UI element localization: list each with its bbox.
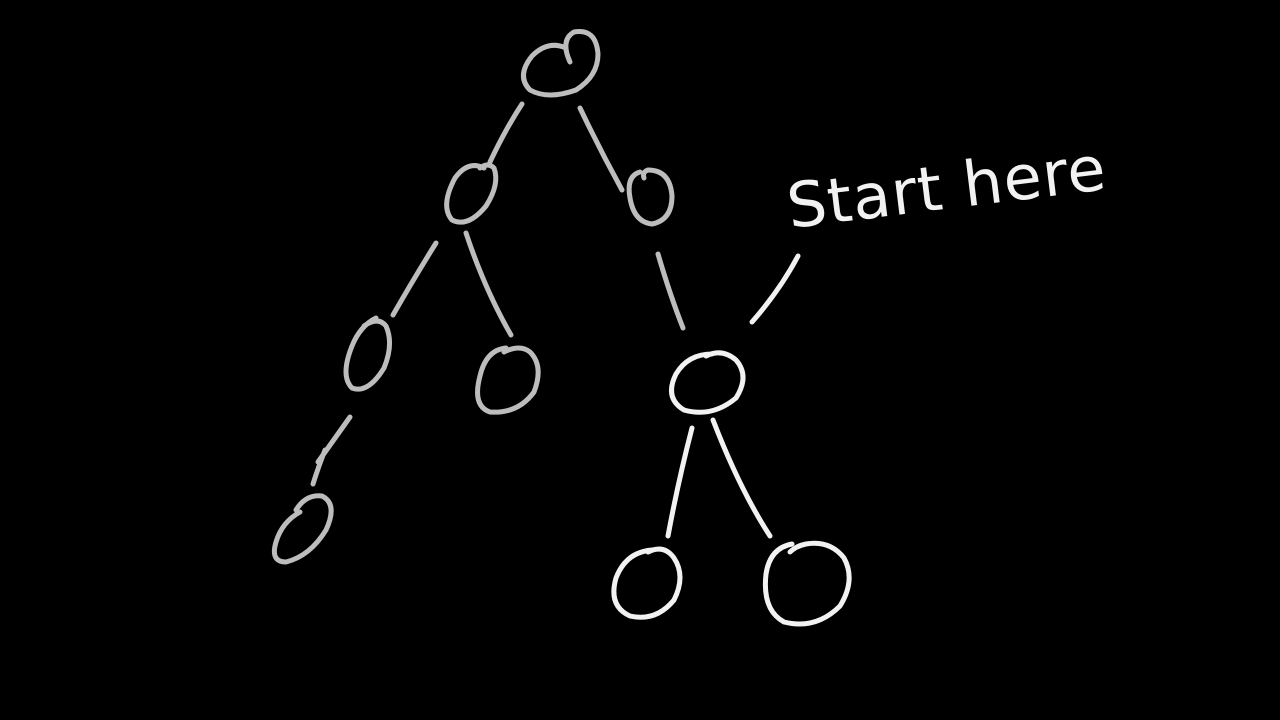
tree-nodes xyxy=(271,28,852,627)
node-level3-deep xyxy=(271,493,334,565)
node-start-left-child xyxy=(611,546,683,620)
edge-leftleft-to-deep xyxy=(310,414,353,487)
node-root xyxy=(521,28,601,98)
edge-root-to-left xyxy=(487,101,525,165)
node-start-right-child xyxy=(762,540,852,627)
node-start xyxy=(669,350,746,415)
tree-edges xyxy=(310,101,801,539)
edge-center-to-bottomleft xyxy=(665,425,695,539)
node-level2-leftright xyxy=(475,345,541,415)
edge-left-to-leftleft xyxy=(390,240,439,318)
edge-center-to-bottomright xyxy=(710,417,773,539)
node-level1-right xyxy=(626,167,675,227)
edge-root-to-right xyxy=(577,105,625,193)
node-level2-leftleft xyxy=(343,315,392,392)
annotation-pointer-line xyxy=(749,253,801,325)
edge-left-to-leftright xyxy=(463,230,514,338)
annotation-start-here: Start here xyxy=(783,131,1110,243)
edge-right-to-center xyxy=(655,251,686,331)
node-level1-left xyxy=(444,162,499,225)
